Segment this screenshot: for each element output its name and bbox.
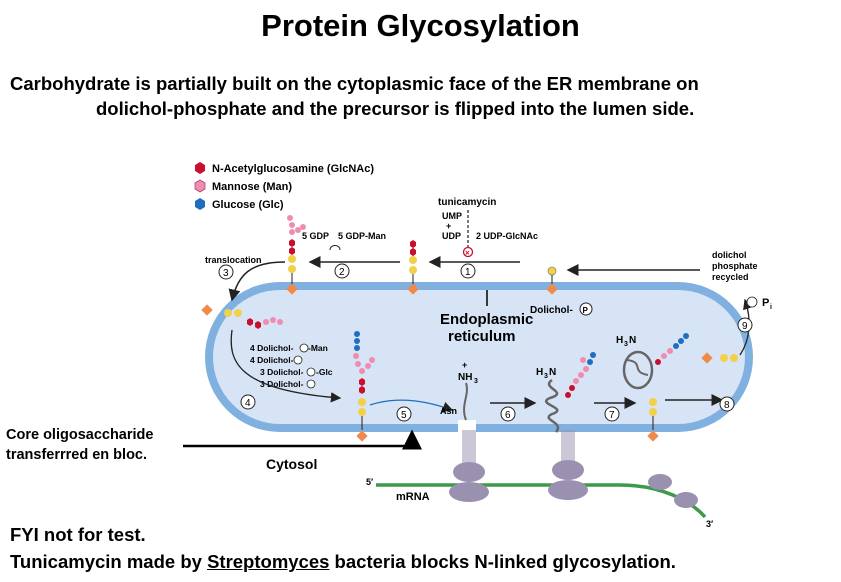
core-oligosaccharide-line-1: Core oligosaccharide (6, 427, 154, 443)
nh3-label: NH (458, 372, 472, 383)
recycled-label-1: dolichol (712, 250, 747, 260)
gdp-man-label: 5 GDP-Man (338, 231, 386, 241)
luminal-stage: Dolichol- P 4 Dolichol- -Man 4 Dolichol-… (230, 296, 772, 442)
dolichol-anchor-top-2 (407, 240, 419, 295)
translocation-label: translocation (205, 255, 262, 265)
dol-4-label: 4 Dolichol- (250, 355, 294, 365)
mrna-3-prime: 3′ (706, 519, 713, 529)
nascent-glycoprotein: H 3 N (536, 352, 596, 433)
pi-sub: i (770, 304, 772, 311)
dolichol-p-symbol: P (583, 306, 589, 315)
h3n-mid-sub: 3 (544, 373, 548, 380)
ump-label: UMP (442, 211, 462, 221)
asn-label: Asn (440, 406, 457, 416)
precursor-oligosaccharide (353, 331, 375, 442)
glcnac-legend-icon (195, 162, 205, 174)
udp-label: UDP (442, 231, 461, 241)
h3n-right-h: H (616, 335, 623, 346)
legend-label-glucose: Glucose (Glc) (212, 199, 284, 211)
dol-man-suffix: -Man (308, 343, 328, 353)
step-3: 3 (223, 268, 229, 279)
step-2: 2 (339, 267, 345, 278)
legend-label-mannose: Mannose (Man) (212, 181, 292, 193)
tunicamycin-label: tunicamycin (438, 197, 496, 208)
gdp-label: 5 GDP (302, 231, 329, 241)
step-8: 8 (724, 400, 730, 411)
mannose-legend-icon (194, 179, 206, 193)
flipped-precursor (201, 304, 283, 329)
mrna-5-prime: 5′ (366, 477, 373, 487)
step-4: 4 (245, 398, 251, 409)
legend: N-Acetylglucosamine (GlcNAc) Mannose (Ma… (194, 162, 374, 211)
pi-label: P (762, 297, 769, 309)
er-label-2: reticulum (448, 328, 516, 345)
cytosol-label: Cytosol (266, 456, 317, 472)
dol-man-label: 4 Dolichol- (250, 343, 294, 353)
fyi-line-1: FYI not for test. (10, 524, 146, 545)
dolichol-anchor-top-1 (546, 266, 558, 295)
step-9: 9 (742, 321, 748, 332)
dolichol-p-label: Dolichol- (530, 305, 573, 316)
h3n-right-sub: 3 (624, 341, 628, 348)
dol-glc-suffix: -Glc (316, 367, 333, 377)
recycled-label-3: recycled (712, 272, 749, 282)
svg-text:×: × (465, 249, 470, 258)
step-1: 1 (465, 267, 471, 278)
dol-3-label: 3 Dolichol- (260, 379, 304, 389)
mrna-label: mRNA (396, 491, 430, 503)
fyi-line-2-c: bacteria blocks N-linked glycosylation. (329, 551, 676, 572)
er-label-1: Endoplasmic (440, 311, 533, 328)
step-5: 5 (401, 410, 407, 421)
h3n-mid-n: N (549, 367, 556, 378)
page-title: Protein Glycosylation (261, 8, 580, 43)
subtitle-line-2: dolichol-phosphate and the precursor is … (96, 98, 695, 119)
dolichol-anchor-top-3 (286, 215, 306, 295)
mrna-strand (376, 483, 707, 519)
glucose-legend-icon (195, 198, 205, 210)
step-7: 7 (609, 410, 615, 421)
nh3-sub: 3 (474, 378, 478, 385)
cytosolic-stage: 1 2 3 translocation tunicamycin UMP + UD… (201, 197, 758, 329)
h3n-right-n: N (629, 335, 636, 346)
fyi-line-2-a: Tunicamycin made by (10, 551, 208, 572)
step-6: 6 (505, 410, 511, 421)
dol-glc-label: 3 Dolichol- (260, 367, 304, 377)
er-membrane (205, 282, 753, 434)
fyi-line-2: Tunicamycin made by Streptomyces bacteri… (10, 551, 676, 573)
core-oligosaccharide-line-2: transferrred en bloc. (6, 447, 148, 463)
dolichol-anchor-lumen (647, 398, 659, 442)
subtitle-line-1: Carbohydrate is partially built on the c… (10, 73, 699, 94)
ribosomes (449, 430, 698, 508)
tunicamycin-block-icon (462, 246, 474, 258)
dolichol-pp-right (701, 352, 738, 364)
h3n-mid-h: H (536, 367, 543, 378)
streptomyces-text: Streptomyces (207, 551, 330, 572)
udp-glcnac-label: 2 UDP-GlcNAc (476, 231, 538, 241)
legend-label-glcnac: N-Acetylglucosamine (GlcNAc) (212, 163, 374, 175)
plus-label: + (446, 221, 451, 231)
svg-text:+: + (462, 360, 467, 370)
folded-glycoprotein: H 3 N (616, 333, 689, 390)
recycled-label-2: phosphate (712, 261, 758, 271)
